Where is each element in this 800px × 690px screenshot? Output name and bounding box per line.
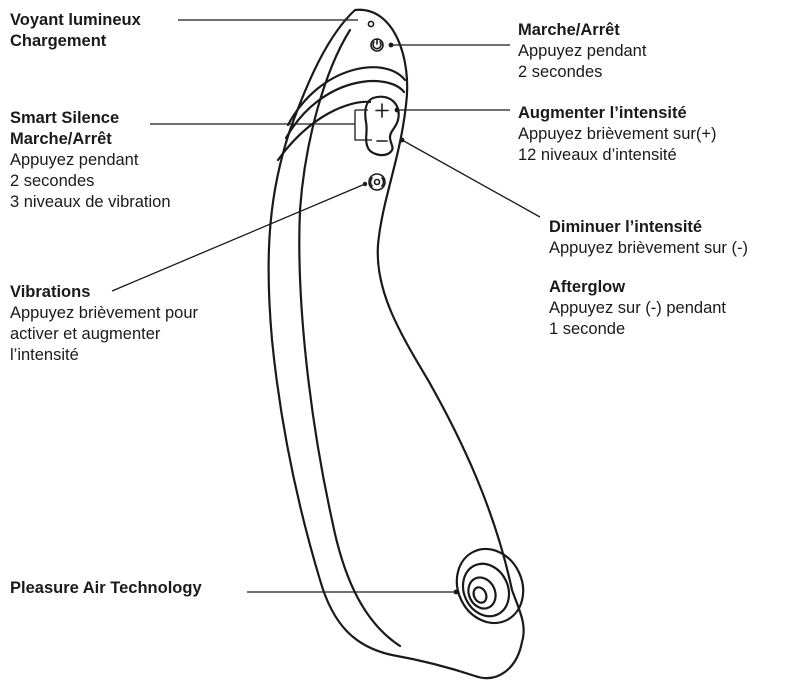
leader-smart-silence	[150, 109, 372, 141]
label-vibrations-title: Vibrations	[10, 283, 91, 301]
leader-vibrations	[111, 183, 366, 292]
label-augmenter-title: Augmenter l’intensité	[518, 104, 687, 122]
power-icon[interactable]	[370, 38, 384, 52]
leader-dot-augmenter	[394, 107, 400, 113]
leader-dot-pleasure	[453, 589, 459, 595]
leader-diminuer	[401, 139, 541, 218]
label-pleasure-air-title: Pleasure Air Technology	[10, 579, 202, 597]
label-diminuer-title: Diminuer l’intensité	[549, 218, 703, 236]
led-indicator-icon	[367, 20, 375, 28]
air-nozzle-ring	[461, 562, 511, 618]
label-smart-silence: Smart Silence Marche/Arrêt Appuyez penda…	[10, 108, 171, 213]
label-diminuer-intensite: Diminuer l’intensité Appuyez brièvement …	[549, 217, 748, 259]
label-smart-silence-desc-2: 2 secondes	[10, 172, 95, 190]
label-augmenter-desc-1: Appuyez brièvement sur(+)	[518, 125, 717, 143]
label-afterglow-desc-1: Appuyez sur (-) pendant	[549, 299, 727, 317]
leader-dot-diminuer	[399, 137, 405, 143]
label-marche-arret-title: Marche/Arrêt	[518, 21, 620, 39]
label-vibrations-desc-2: activer et augmenter	[10, 325, 161, 343]
head-arc-3	[276, 100, 372, 162]
leader-dot-marche	[388, 42, 394, 48]
label-augmenter-desc-2: 12 niveaux d’intensité	[518, 146, 677, 164]
label-smart-silence-desc-3: 3 niveaux de vibration	[10, 193, 171, 211]
head-arc-1	[286, 66, 407, 127]
plus-icon[interactable]	[375, 103, 389, 118]
label-diminuer-desc-1: Appuyez brièvement sur (-)	[549, 239, 748, 257]
label-smart-silence-subtitle: Marche/Arrêt	[10, 130, 112, 148]
label-marche-arret-desc-1: Appuyez pendant	[518, 42, 647, 60]
label-chargement-title: Chargement	[10, 32, 107, 50]
label-smart-silence-title: Smart Silence	[10, 109, 120, 127]
label-afterglow: Afterglow Appuyez sur (-) pendant 1 seco…	[549, 277, 726, 340]
label-voyant-title: Voyant lumineux	[10, 11, 141, 29]
label-smart-silence-desc-1: Appuyez pendant	[10, 151, 139, 169]
air-nozzle-inner	[467, 576, 497, 610]
leader-dot-vibrations	[362, 181, 368, 187]
label-afterglow-title: Afterglow	[549, 278, 626, 296]
air-nozzle-outer	[455, 547, 525, 625]
device-body-outline	[267, 8, 525, 680]
label-afterglow-desc-2: 1 seconde	[549, 320, 626, 338]
label-voyant-lumineux: Voyant lumineux Chargement	[10, 10, 141, 52]
label-vibrations-desc-1: Appuyez brièvement pour	[10, 304, 199, 322]
label-vibrations-desc-3: l’intensité	[10, 346, 79, 364]
air-nozzle-icon	[472, 586, 488, 604]
label-vibrations: Vibrations Appuyez brièvement pour activ…	[10, 282, 198, 366]
button-pad	[364, 95, 400, 157]
label-augmenter-intensite: Augmenter l’intensité Appuyez brièvement…	[518, 103, 717, 166]
label-marche-arret-desc-2: 2 secondes	[518, 63, 603, 81]
device-inner-contour	[298, 28, 402, 648]
label-marche-arret: Marche/Arrêt Appuyez pendant 2 secondes	[518, 20, 646, 83]
head-arc-2	[284, 80, 406, 140]
vibration-icon[interactable]	[368, 173, 386, 191]
label-pleasure-air: Pleasure Air Technology	[10, 578, 202, 599]
